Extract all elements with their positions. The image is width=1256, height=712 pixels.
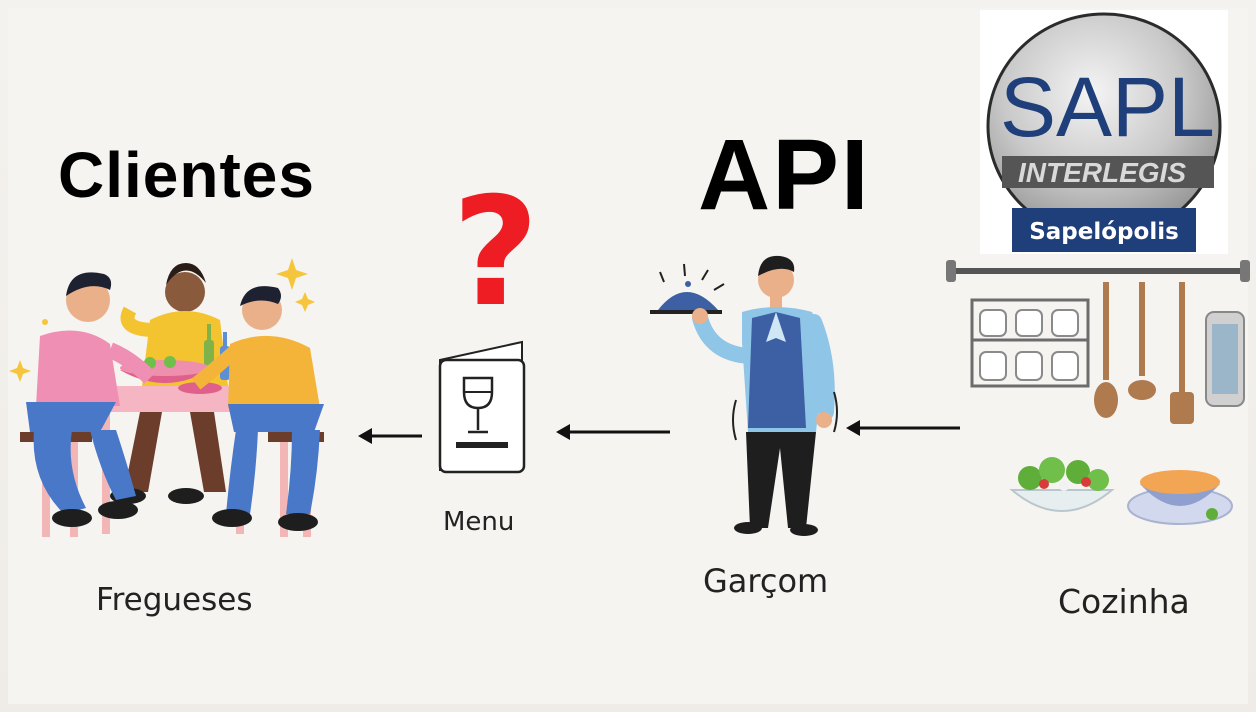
- sapl-logo: SAPL INTERLEGIS Sapelópolis: [980, 10, 1228, 254]
- logo-city: Sapelópolis: [1029, 219, 1179, 245]
- arrow-menu-to-clientes: [358, 428, 422, 444]
- fregueses-label: Fregueses: [96, 582, 253, 618]
- arrow-cozinha-to-garcom: [846, 420, 960, 436]
- logo-subtitle: INTERLEGIS: [1018, 157, 1186, 188]
- flow-arrows: [358, 420, 960, 444]
- api-heading: API: [698, 119, 871, 231]
- menu-label: Menu: [443, 507, 515, 537]
- customers-illustration: [9, 258, 324, 537]
- waiter-illustration: [650, 255, 838, 536]
- kitchen-illustration: [946, 260, 1250, 525]
- menu-card-icon: [438, 340, 526, 474]
- arrow-garcom-to-menu: [556, 424, 670, 440]
- cozinha-label: Cozinha: [1058, 582, 1190, 621]
- question-mark: ?: [452, 166, 540, 340]
- sapl-logo-graphic: SAPL INTERLEGIS Sapelópolis: [986, 12, 1222, 252]
- clientes-heading: Clientes: [58, 139, 315, 211]
- logo-wordmark: SAPL: [1000, 60, 1215, 154]
- garcom-label: Garçom: [703, 562, 829, 600]
